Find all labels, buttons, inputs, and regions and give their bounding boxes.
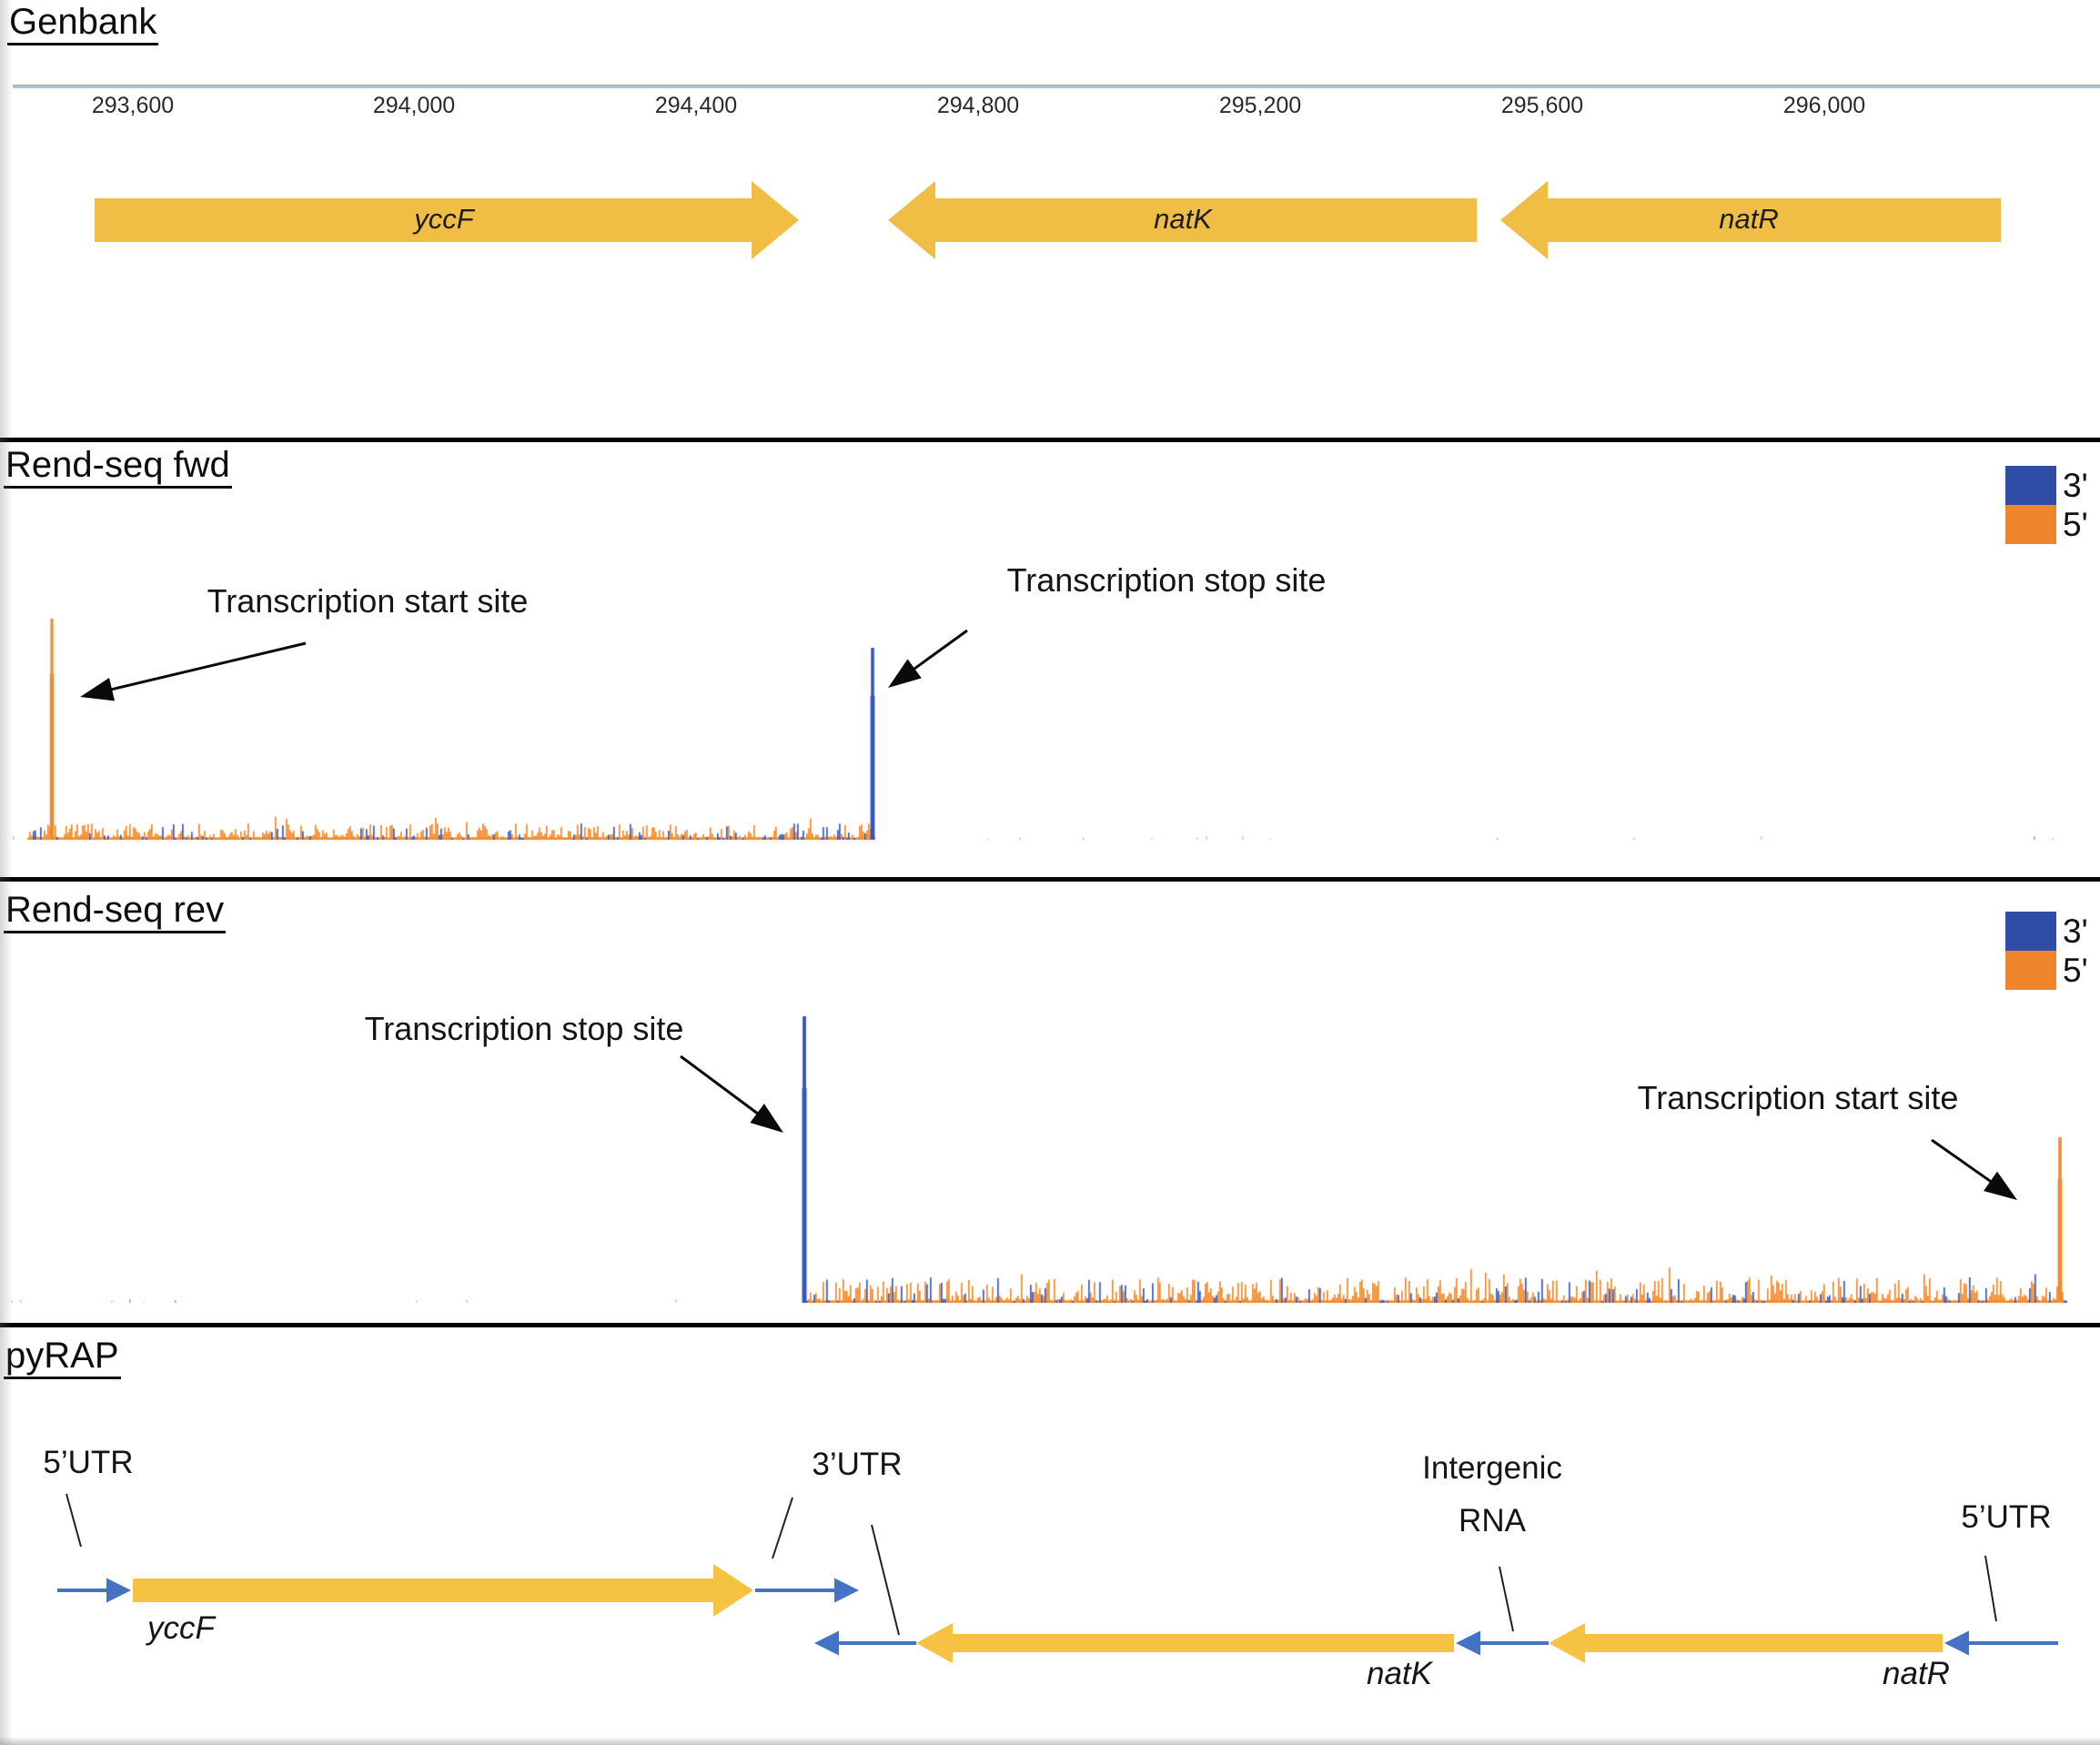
pyrap-label-natK: natK [1367, 1656, 1432, 1691]
rev-transcription-stop-annotation: Transcription stop site [364, 1010, 684, 1047]
pyrap-label-intergenic: Intergenic [1422, 1450, 1562, 1486]
ruler-tick-label: 295,200 [1218, 93, 1302, 118]
pyrap-label-3utr: 3’UTR [812, 1447, 903, 1482]
pyrap-label-rna: RNA [1459, 1503, 1526, 1538]
ruler-tick-label: 294,400 [654, 93, 738, 118]
rev-transcription-start-annotation: Transcription start site [1637, 1079, 1959, 1116]
ruler-tick-label: 293,600 [91, 93, 175, 118]
gene-label-yccF: yccF [414, 203, 474, 235]
ruler-tick-label: 296,000 [1782, 93, 1866, 118]
page-bottom-edge-shadow [0, 1737, 2100, 1745]
gene-label-natK: natK [1154, 203, 1212, 235]
rev-legend-label-5prime: 5' [2063, 952, 2088, 989]
pyrap-label-5utr-right: 5’UTR [1961, 1499, 2052, 1535]
ruler-tick-label: 295,600 [1500, 93, 1584, 118]
rev-legend-label-3prime: 3' [2063, 913, 2088, 950]
fwd-transcription-start-annotation: Transcription start site [207, 582, 529, 620]
rev-legend-swatch-5prime [2005, 951, 2056, 990]
fwd-transcription-stop-annotation: Transcription stop site [1006, 561, 1327, 599]
fwd-legend-label-5prime: 5' [2063, 506, 2088, 543]
ruler-tick-label: 294,000 [372, 93, 456, 118]
genbank-section-title: Genbank [7, 2, 159, 45]
pyrap-label-yccF: yccF [147, 1610, 215, 1646]
gene-label-natR: natR [1719, 203, 1779, 235]
pyrap-label-5utr-left: 5’UTR [43, 1445, 134, 1480]
fwd-legend-label-3prime: 3' [2063, 467, 2088, 504]
pyrap-label-natR: natR [1883, 1656, 1950, 1691]
rev-legend-swatch-3prime [2005, 912, 2056, 951]
pyrap-section-title: pyRAP [4, 1336, 121, 1379]
fwd-legend-swatch-3prime [2005, 466, 2056, 505]
page-left-edge-shadow [0, 0, 13, 1745]
ruler-tick-label: 294,800 [936, 93, 1020, 118]
rend-seq-fwd-section-title: Rend-seq fwd [4, 445, 232, 489]
rend-seq-rev-section-title: Rend-seq rev [4, 890, 227, 933]
fwd-legend-swatch-5prime [2005, 505, 2056, 544]
